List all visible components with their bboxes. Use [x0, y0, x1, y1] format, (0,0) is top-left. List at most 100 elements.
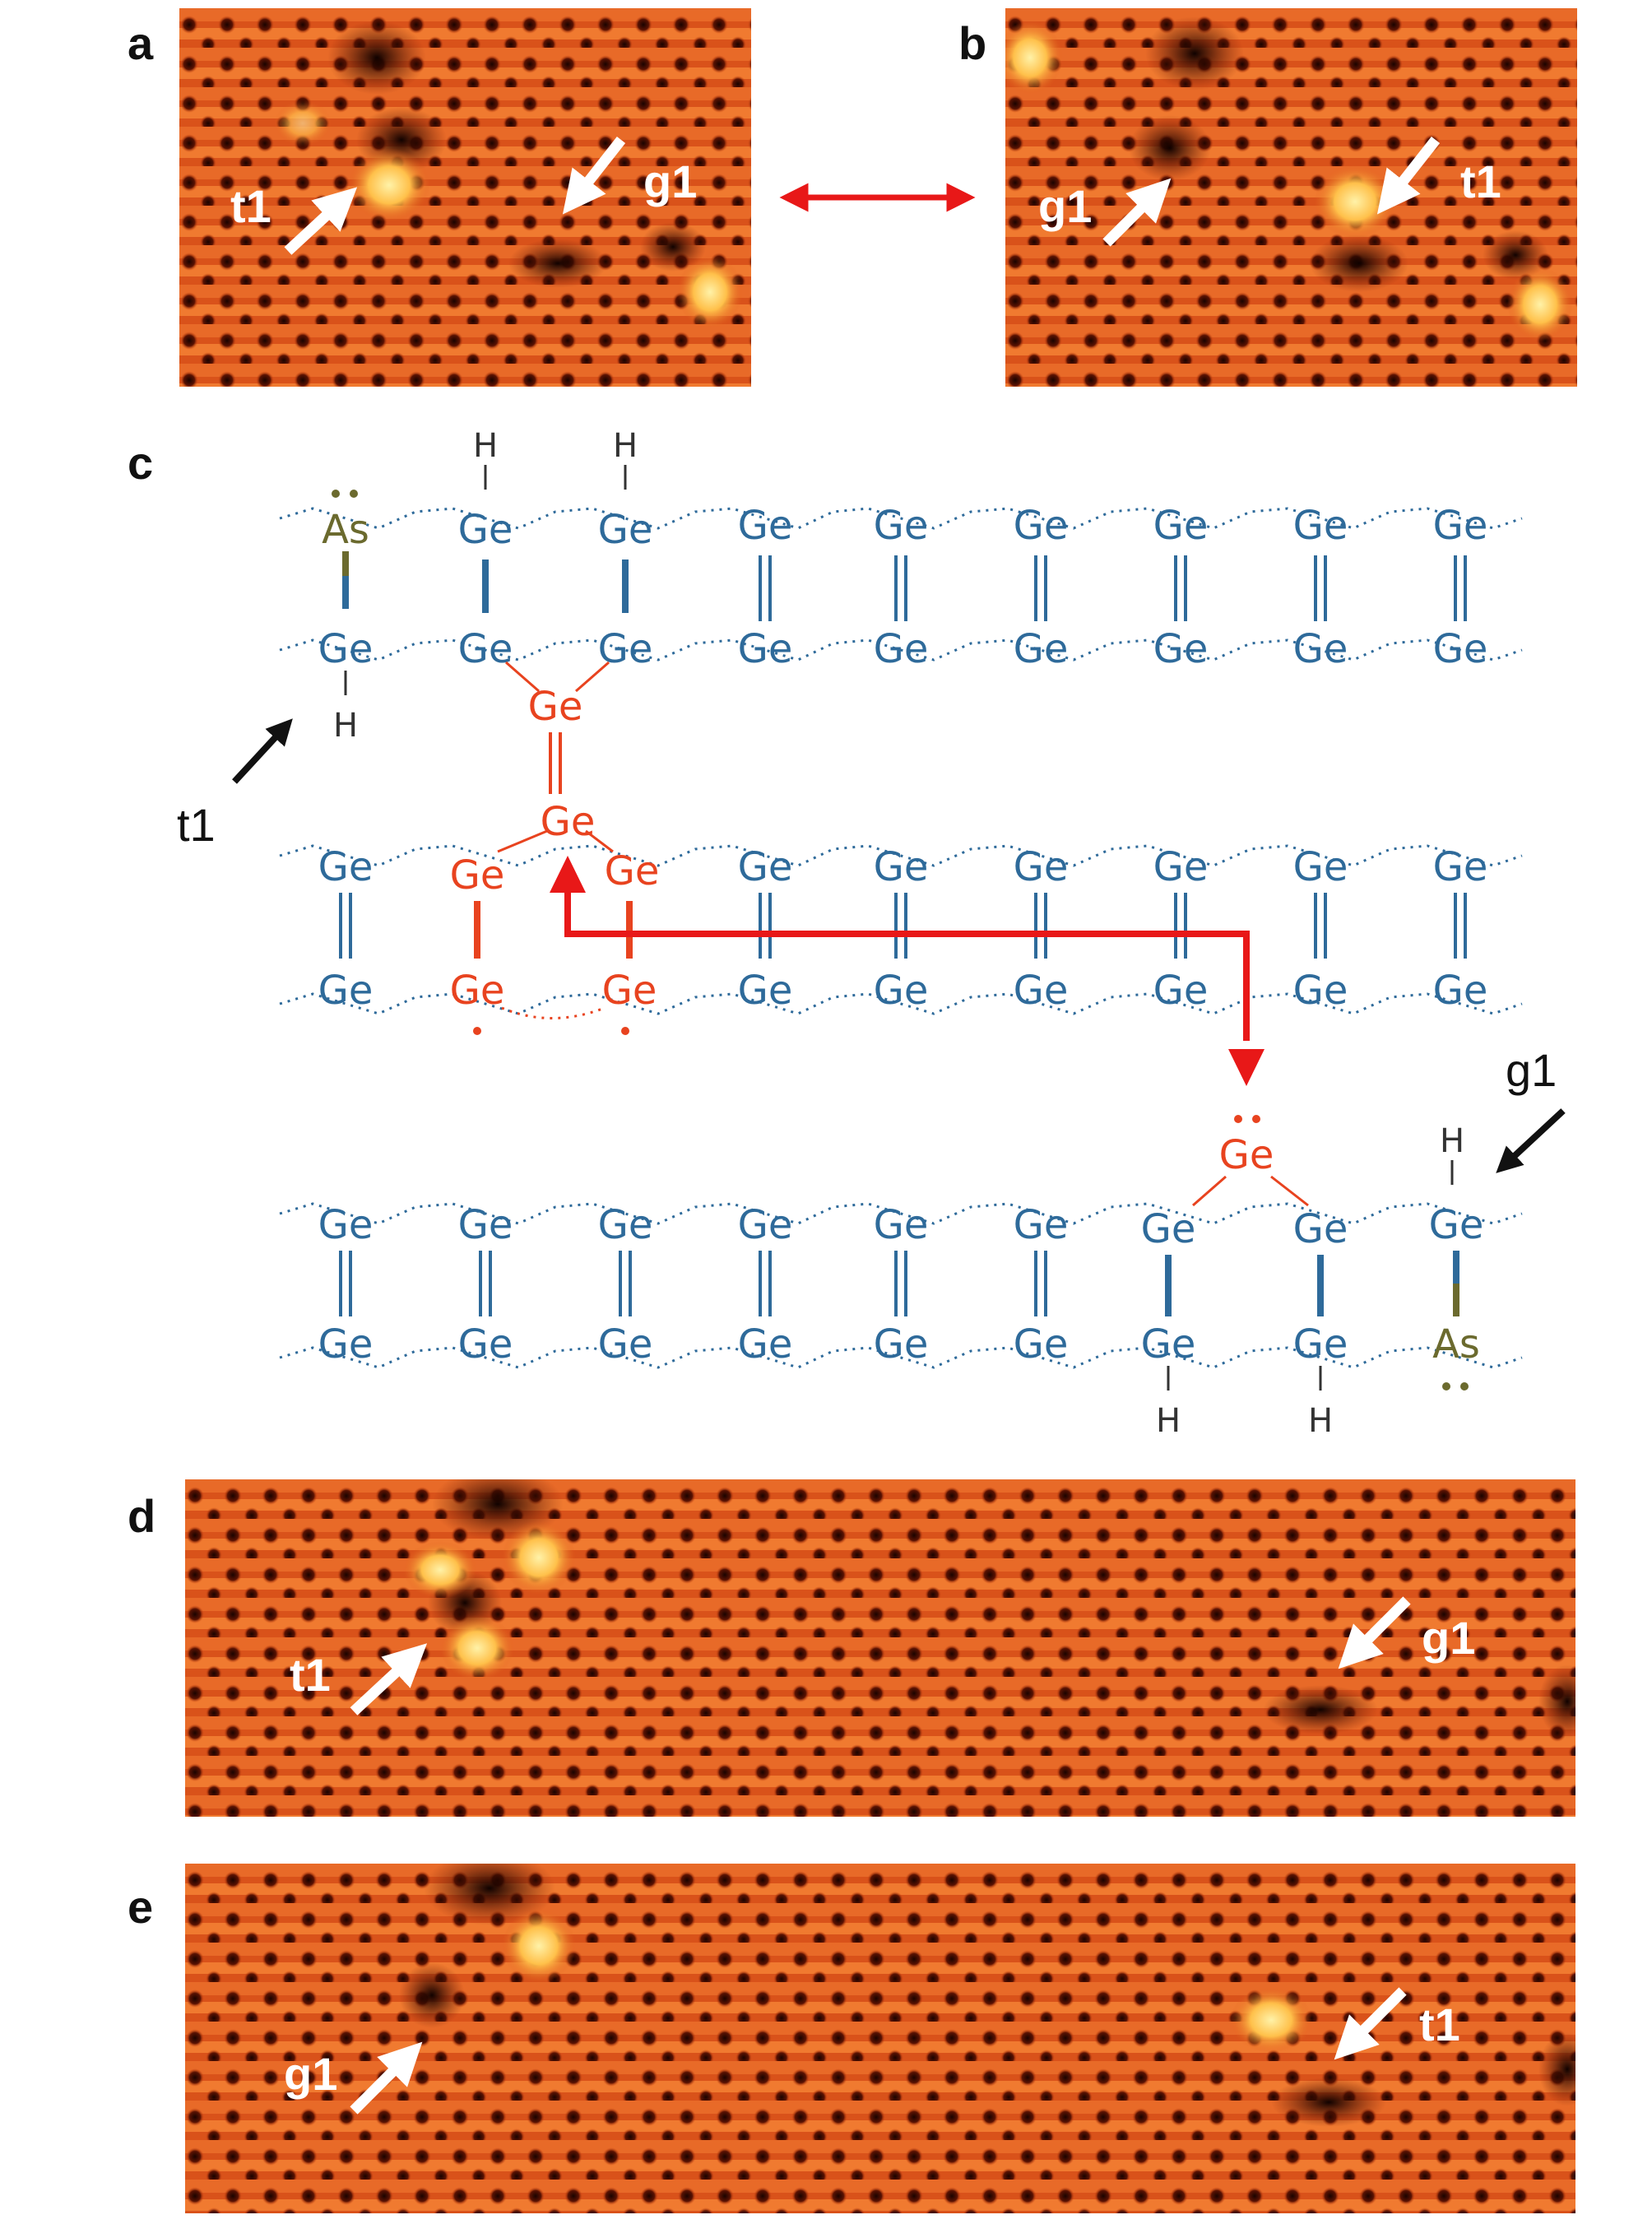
arrow-c-g1 [1496, 1108, 1566, 1173]
migration-arrowhead-up [550, 856, 586, 893]
atom-ge-row2-bot-0: Ge [318, 968, 374, 1014]
row1-top-backbone [279, 507, 1523, 530]
atom-ge-row3-adatom-bot-1: Ge [1293, 1321, 1348, 1367]
atom-ge-row1-bot-d4: Ge [1293, 626, 1348, 672]
atom-ge-row1-top-d4: Ge [1293, 503, 1348, 549]
panel-label-e: e [128, 1881, 154, 1933]
label-b-g1: g1 [1038, 180, 1092, 232]
atom-ge-row2-top-d5: Ge [1433, 844, 1488, 890]
atom-h-row3-bottom-0: H [1156, 1402, 1181, 1440]
bridge-bond [497, 829, 548, 853]
atom-as-row1: As [322, 507, 369, 553]
lone-pair-dot [1442, 1382, 1450, 1391]
label-b-t1: t1 [1460, 156, 1501, 207]
label-e-g1: g1 [284, 2048, 337, 2100]
bridge-bond [575, 661, 610, 693]
panel-label-b: b [958, 17, 987, 69]
migration-arrowhead-down [1228, 1049, 1265, 1086]
atom-ge-g1: Ge [1429, 1202, 1484, 1248]
atom-ge-row1-bot-d0: Ge [738, 626, 793, 672]
lone-pair-dot [1252, 1115, 1260, 1123]
adatom-bond [1192, 1175, 1227, 1207]
atom-ge-row1-bot-d1: Ge [874, 626, 929, 672]
row1-bottom-backbone [279, 638, 1523, 662]
lone-pair-dot [1460, 1382, 1469, 1391]
atom-ge-row2-top-d4: Ge [1293, 844, 1348, 890]
panel-label-a: a [128, 17, 154, 69]
atom-ge-row1-top-0: Ge [458, 507, 513, 553]
lone-pair-dot [1234, 1115, 1242, 1123]
lone-pair-dot [621, 1027, 629, 1035]
atom-ge-row3-top-1: Ge [458, 1202, 513, 1248]
atom-ge-row2-top-0: Ge [318, 844, 374, 890]
arrow-b-g1 [1102, 178, 1172, 247]
lone-pair-dot [332, 490, 340, 498]
atom-ge-row3-bot-3: Ge [738, 1321, 793, 1367]
label-a-g1: g1 [643, 156, 697, 207]
atom-ge-row1-top-1: Ge [598, 507, 653, 553]
atom-ge-row1-t1: Ge [318, 626, 374, 672]
atom-ge-row2-red-top-0: Ge [450, 852, 505, 898]
atom-ge-row3-adatom-bot-0: Ge [1141, 1321, 1196, 1367]
atom-ge-row2-bot-d5: Ge [1433, 968, 1488, 1014]
atom-ge-bridge-top: Ge [528, 684, 583, 730]
atom-h-g1: H [1440, 1122, 1464, 1160]
atom-ge-row3-top-2: Ge [598, 1202, 653, 1248]
row2-top-backbone [279, 844, 1523, 867]
label-c-g1: g1 [1506, 1044, 1557, 1096]
atom-ge-row1-top-d0: Ge [738, 503, 793, 549]
row2-bottom-backbone [279, 992, 1523, 1015]
atom-h-t1: H [333, 707, 358, 745]
stm-image-b [1005, 8, 1577, 387]
atom-ge-row2-top-d2: Ge [1014, 844, 1069, 890]
red-dangling-link [501, 1006, 606, 1019]
atom-ge-row3-adatom-top-1: Ge [1293, 1206, 1348, 1252]
arrow-e-t1 [1334, 1987, 1407, 2060]
arrow-b-t1 [1376, 136, 1441, 215]
atom-ge-row2-bot-d0: Ge [738, 968, 793, 1014]
panel-label-d: d [128, 1490, 156, 1542]
atom-ge-row1-top-d3: Ge [1153, 503, 1209, 549]
arrow-a-g1 [562, 136, 626, 215]
atom-ge-row2-bot-d3: Ge [1153, 968, 1209, 1014]
adatom-bond [1270, 1175, 1309, 1207]
arrow-d-g1 [1338, 1596, 1411, 1669]
atom-h-row3-bottom-1: H [1308, 1402, 1333, 1440]
migration-path [564, 884, 1250, 1041]
bridge-bond [585, 829, 614, 853]
atom-ge-row2-bot-d1: Ge [874, 968, 929, 1014]
atom-ge-row1-bot-d5: Ge [1433, 626, 1488, 672]
atom-ge-row1-bot-0: Ge [458, 626, 513, 672]
atom-ge-row1-top-d5: Ge [1433, 503, 1488, 549]
row3-bottom-backbone [279, 1346, 1523, 1369]
atom-ge-row2-top-d1: Ge [874, 844, 929, 890]
atom-ge-row2-bot-d4: Ge [1293, 968, 1348, 1014]
atom-h-row1-top-1: H [613, 427, 638, 465]
label-d-g1: g1 [1422, 1612, 1475, 1664]
label-d-t1: t1 [290, 1649, 331, 1701]
atom-ge-row1-bot-d3: Ge [1153, 626, 1209, 672]
atom-ge-row3-bot-1: Ge [458, 1321, 513, 1367]
atom-as-row3: As [1432, 1321, 1480, 1367]
atom-ge-row3-bot-5: Ge [1014, 1321, 1069, 1367]
atom-ge-row2-red-bot-1: Ge [602, 968, 657, 1014]
dimer-schematic: AsGeHHGeGeHGeGeGeGeGeGeGeGeGeGeGeGeGeGeG… [279, 427, 1523, 1440]
atom-ge-row2-top-d3: Ge [1153, 844, 1209, 890]
row3-top-backbone [279, 1202, 1523, 1225]
atom-ge-row3-top-4: Ge [874, 1202, 929, 1248]
atom-ge-row3-adatom-top-0: Ge [1141, 1206, 1196, 1252]
atom-ge-row3-bot-2: Ge [598, 1321, 653, 1367]
atom-ge-row3-top-0: Ge [318, 1202, 374, 1248]
lone-pair-dot [350, 490, 358, 498]
atom-ge-row2-red-bot-0: Ge [450, 968, 505, 1014]
atom-ge-row3-top-5: Ge [1014, 1202, 1069, 1248]
atom-ge-bridge-bottom: Ge [541, 799, 596, 845]
atom-ge-row3-top-3: Ge [738, 1202, 793, 1248]
atom-ge-row2-bot-d2: Ge [1014, 968, 1069, 1014]
atom-ge-row3-bot-4: Ge [874, 1321, 929, 1367]
panel-label-c: c [128, 437, 154, 489]
label-c-t1: t1 [177, 799, 216, 851]
arrow-a-t1 [284, 187, 358, 255]
label-a-t1: t1 [230, 180, 271, 232]
